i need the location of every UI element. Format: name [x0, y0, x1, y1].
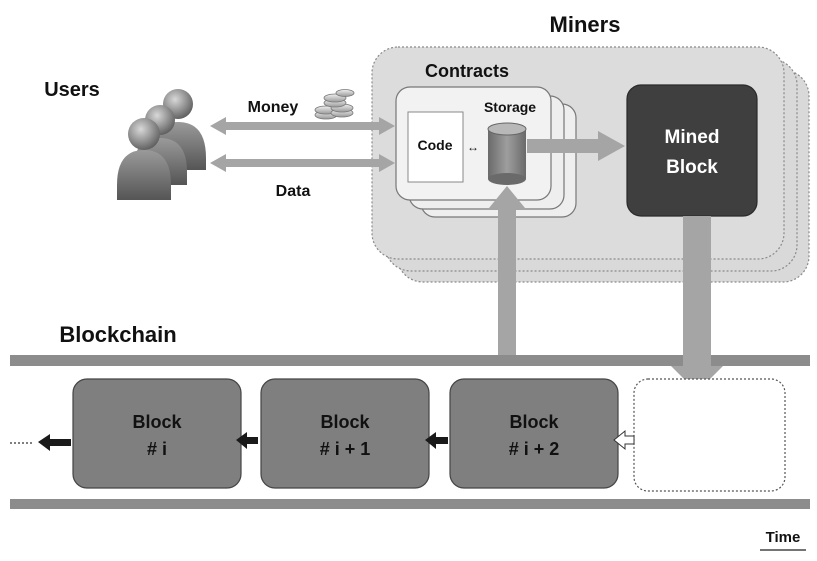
mined-to-chain-arrow — [671, 216, 723, 392]
block-label-line2: # i + 2 — [509, 439, 560, 459]
coin-stack-icon — [314, 89, 355, 120]
block-i: Block # i — [72, 378, 242, 489]
chain-arrow-left-icon — [425, 432, 448, 449]
block-label-line2: # i + 1 — [320, 439, 371, 459]
block-label-line1: Block — [509, 412, 559, 432]
chain-to-storage-arrow — [489, 186, 525, 355]
chain-arrow-left-icon — [236, 432, 258, 449]
data-arrow — [210, 154, 395, 172]
block-label-line1: Block — [320, 412, 370, 432]
blockchain-bottom-rail — [10, 499, 810, 509]
blockchain-label: Blockchain — [59, 322, 176, 347]
users-label: Users — [44, 79, 100, 101]
data-label: Data — [276, 183, 311, 200]
chain-arrow-left-outline-icon — [613, 429, 635, 451]
code-box — [407, 111, 464, 183]
block-i-plus-1: Block # i + 1 — [260, 378, 430, 489]
mined-block — [626, 84, 758, 217]
database-cylinder-icon — [487, 122, 527, 185]
storage-to-mined-arrow — [527, 131, 625, 161]
mined-block-label-line1: Mined — [665, 127, 720, 148]
code-label: Code — [418, 137, 453, 153]
chain-arrow-left-icon — [38, 434, 71, 451]
blockchain-top-rail — [10, 355, 810, 366]
miners-label: Miners — [550, 12, 621, 37]
mined-block-label-line2: Block — [666, 157, 718, 178]
pending-block-slot — [633, 378, 786, 492]
time-label: Time — [766, 529, 801, 546]
code-storage-link-icon: ↔ — [467, 140, 479, 154]
block-label-line2: # i — [147, 439, 167, 459]
users-group-icon — [117, 89, 206, 200]
storage-label: Storage — [484, 99, 536, 115]
block-i-plus-2: Block # i + 2 — [449, 378, 619, 489]
contracts-label: Contracts — [425, 61, 509, 81]
block-label-line1: Block — [132, 412, 182, 432]
money-arrow — [210, 117, 395, 135]
money-label: Money — [248, 99, 299, 116]
